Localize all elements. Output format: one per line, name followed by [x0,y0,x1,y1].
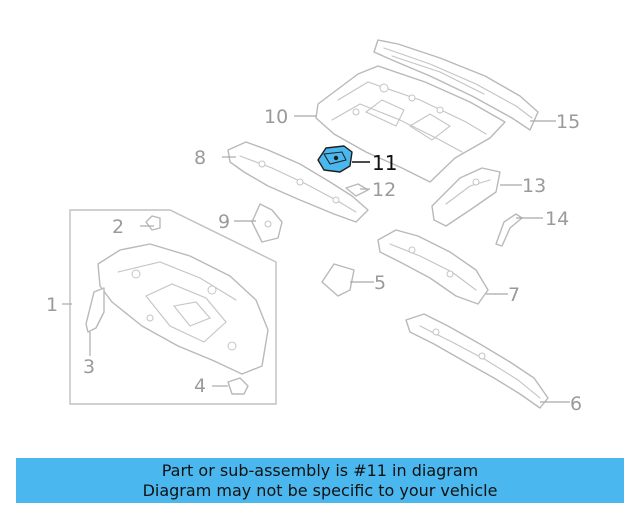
part-7-reinforcement [377,229,489,305]
caption-line-2: Diagram may not be specific to your vehi… [142,480,498,500]
callout-12: 12 [372,179,396,201]
part-8-cross-member [227,141,369,223]
callout-5: 5 [374,272,386,294]
callout-labels: 10 15 8 11 12 13 14 2 9 5 7 1 3 4 6 [46,106,582,415]
part-14-hook [495,213,523,247]
callout-3: 3 [83,356,95,378]
caption-banner: Part or sub-assembly is #11 in diagram D… [16,458,624,503]
callout-10: 10 [264,106,288,128]
part-12-plate [345,183,369,197]
callout-4: 4 [194,375,206,397]
part-3-pillar [85,287,105,333]
callout-8: 8 [194,147,206,169]
callout-14: 14 [545,208,569,230]
part-1-back-panel [97,243,269,375]
callout-2: 2 [112,216,124,238]
part-11-bracket [317,145,353,173]
part-15-rear-rail [373,39,539,131]
part-6-side-member [405,313,549,409]
callout-7: 7 [508,284,520,306]
part-1-assembly-frame [69,209,277,405]
leader-lines [62,115,570,403]
callout-6: 6 [570,393,582,415]
part-9-bracket [251,203,283,243]
callout-1: 1 [46,294,58,316]
part-13-side-bracket [431,167,501,227]
part-4-clip [227,377,249,395]
callout-11: 11 [372,151,397,175]
part-2-clip [145,215,161,231]
parts-diagram: 10 15 8 11 12 13 14 2 9 5 7 1 3 4 6 [46,39,582,415]
callout-9: 9 [218,211,230,233]
callout-15: 15 [556,111,580,133]
part-5-plate [321,263,355,297]
callout-13: 13 [522,175,546,197]
caption-line-1: Part or sub-assembly is #11 in diagram [161,460,479,480]
part-10-package-tray [315,65,506,183]
